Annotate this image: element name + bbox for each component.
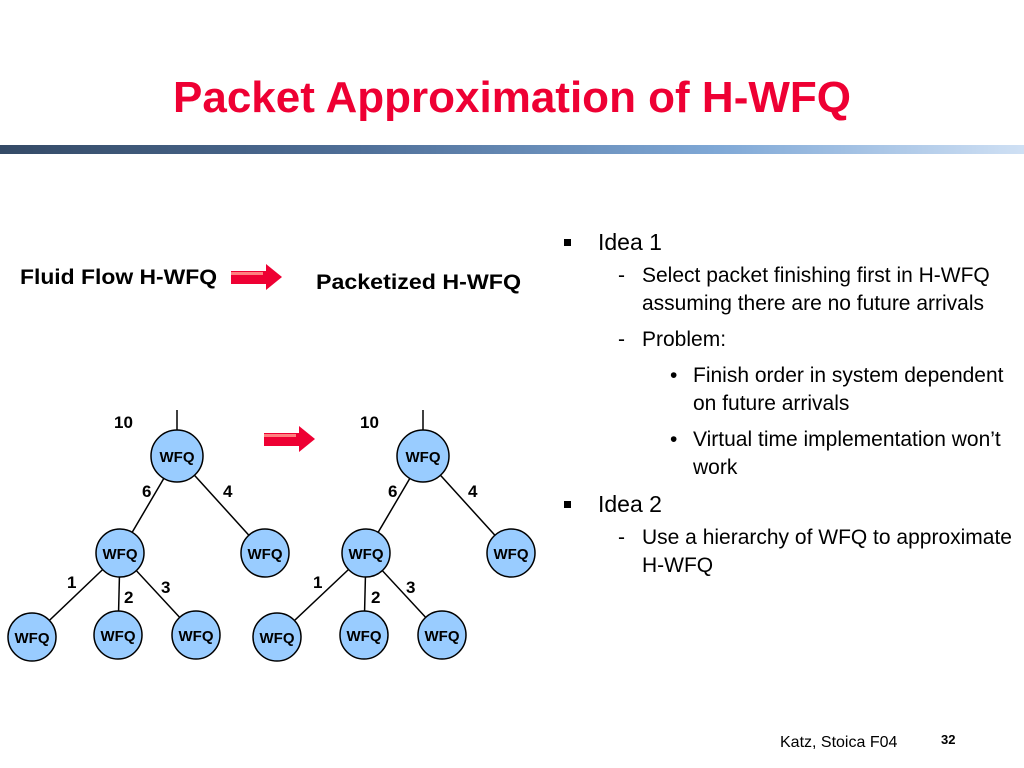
packetized-label: Packetized H-WFQ <box>316 271 521 294</box>
svg-text:WFQ: WFQ <box>101 628 136 645</box>
bullet-list: Idea 1 - Select packet finishing first i… <box>560 228 1020 588</box>
weight-label: 4 <box>223 482 233 501</box>
svg-text:WFQ: WFQ <box>103 546 138 563</box>
wfq-node: WFQ <box>417 610 467 660</box>
weight-label: 6 <box>142 482 151 501</box>
wfq-node: WFQ <box>240 528 290 578</box>
title-underline-bar <box>0 145 1024 154</box>
svg-text:WFQ: WFQ <box>349 546 384 563</box>
sub-bullet-item: - Select packet finishing first in H-WFQ… <box>560 262 1020 318</box>
svg-text:WFQ: WFQ <box>160 449 195 466</box>
square-bullet-icon <box>564 239 571 246</box>
wfq-node: WFQ <box>339 610 389 660</box>
svg-text:WFQ: WFQ <box>15 630 50 647</box>
wfq-node: WFQ <box>7 612 57 662</box>
wfq-node: WFQ <box>252 612 302 662</box>
svg-text:WFQ: WFQ <box>494 546 529 563</box>
wfq-node: WFQ <box>486 528 536 578</box>
svg-text:WFQ: WFQ <box>260 630 295 647</box>
wfq-node: WFQ <box>93 610 143 660</box>
weight-label: 3 <box>161 578 170 597</box>
bullet-item: Idea 2 <box>560 490 1020 518</box>
fluid-flow-label: Fluid Flow H-WFQ <box>20 266 217 289</box>
bullet-item: Idea 1 <box>560 228 1020 256</box>
dash-marker: - <box>618 264 625 287</box>
sub-bullet-text: Problem: <box>642 328 727 351</box>
sub-sub-bullet-text: Finish order in system dependent on futu… <box>693 364 1004 415</box>
sub-sub-bullet-item: • Virtual time implementation won’t work <box>560 426 1020 482</box>
wfq-node: WFQ <box>95 528 145 578</box>
packetized-tree: 10 6 4 1 2 3 WFQ WFQ WFQ WFQ WFQ WFQ <box>252 410 536 662</box>
svg-text:WFQ: WFQ <box>179 628 214 645</box>
weight-label: 1 <box>313 573 322 592</box>
dash-marker: - <box>618 526 625 549</box>
root-weight-label: 10 <box>114 413 133 432</box>
bullet-text: Idea 1 <box>598 229 662 255</box>
weight-label: 2 <box>124 588 133 607</box>
page-number: 32 <box>941 732 956 747</box>
fluid-tree: 10 6 4 1 2 3 WFQ WFQ WFQ WFQ WFQ WFQ <box>7 410 290 662</box>
slide-title: Packet Approximation of H-WFQ <box>173 73 851 122</box>
svg-text:WFQ: WFQ <box>248 546 283 563</box>
hwfq-diagram: .lbl { font-family:"Liberation Sans", sa… <box>7 264 536 662</box>
middle-arrow-icon <box>264 426 315 452</box>
wfq-node: WFQ <box>396 429 450 483</box>
sub-bullet-item: - Use a hierarchy of WFQ to approximate … <box>560 524 1020 580</box>
sub-sub-bullet-text: Virtual time implementation won’t work <box>693 428 1001 479</box>
svg-text:WFQ: WFQ <box>425 628 460 645</box>
dot-marker: • <box>670 364 678 387</box>
sub-bullet-text: Select packet finishing first in H-WFQ a… <box>642 264 990 315</box>
weight-label: 2 <box>371 588 380 607</box>
sub-bullet-item: - Problem: <box>560 326 1020 354</box>
sub-sub-bullet-item: • Finish order in system dependent on fu… <box>560 362 1020 418</box>
svg-text:WFQ: WFQ <box>347 628 382 645</box>
weight-label: 4 <box>468 482 478 501</box>
weight-label: 3 <box>406 578 415 597</box>
weight-label: 1 <box>67 573 76 592</box>
bullet-text: Idea 2 <box>598 491 662 517</box>
slide-footer: Katz, Stoica F04 <box>780 734 898 751</box>
top-arrow-icon <box>231 264 282 290</box>
wfq-node: WFQ <box>171 610 221 660</box>
svg-text:WFQ: WFQ <box>406 449 441 466</box>
sub-bullet-text: Use a hierarchy of WFQ to approximate H-… <box>642 526 1012 577</box>
dash-marker: - <box>618 328 625 351</box>
dot-marker: • <box>670 428 678 451</box>
square-bullet-icon <box>564 501 571 508</box>
wfq-node: WFQ <box>341 528 391 578</box>
wfq-node: WFQ <box>150 429 204 483</box>
weight-label: 6 <box>388 482 397 501</box>
root-weight-label: 10 <box>360 413 379 432</box>
